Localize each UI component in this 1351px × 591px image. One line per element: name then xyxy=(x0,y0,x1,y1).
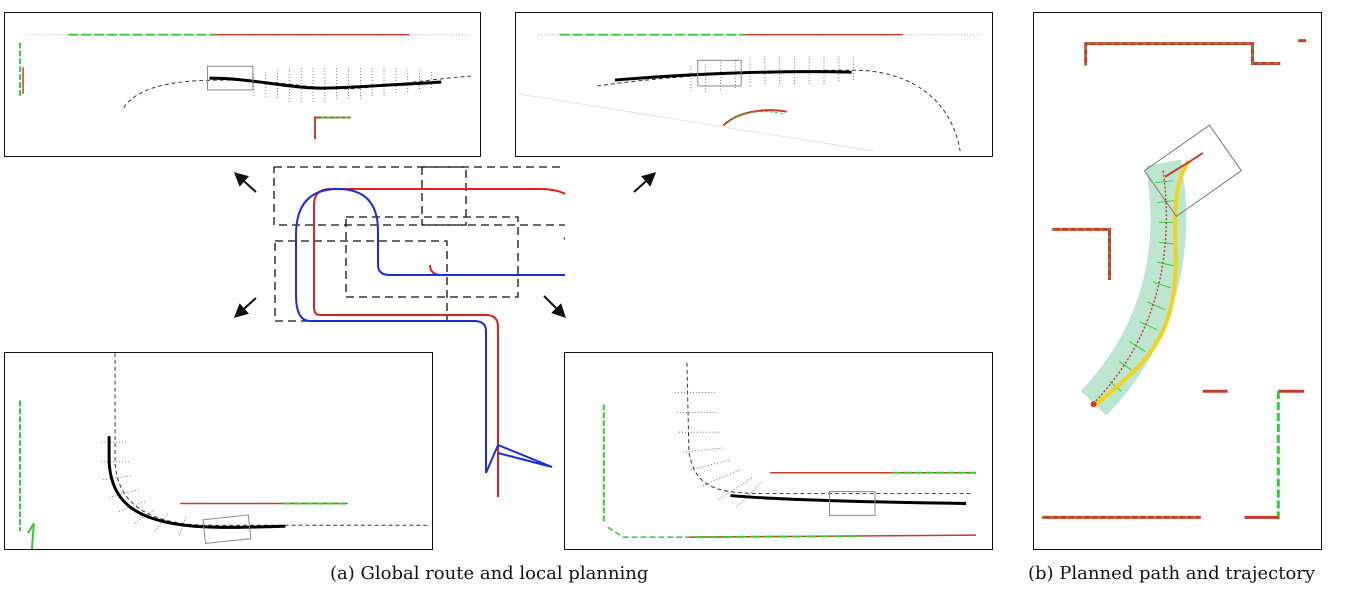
route-red xyxy=(313,188,565,497)
window-top-left xyxy=(273,166,467,226)
local-planning-plot xyxy=(518,33,982,152)
local-planning-panel-top-right xyxy=(515,12,993,157)
robot-footprint xyxy=(828,491,876,516)
robot-footprint xyxy=(697,59,742,87)
local-planning-panel-top-left xyxy=(4,12,481,157)
planned-path-panel xyxy=(1033,12,1322,550)
caption-b: (b) Planned path and trajectory xyxy=(1028,563,1316,584)
obstacle-wall xyxy=(1051,227,1111,281)
robot-footprint xyxy=(1143,124,1243,218)
planned-path xyxy=(614,70,852,82)
caption-a: (a) Global route and local planning xyxy=(330,563,649,584)
obstacle-wall xyxy=(314,116,351,140)
local-planning-plot xyxy=(19,353,430,549)
planned-path xyxy=(209,76,442,90)
global-route xyxy=(686,362,973,495)
obstacle-wall xyxy=(1084,42,1281,66)
global-route xyxy=(123,75,471,108)
window-top-right xyxy=(421,166,565,226)
window-center xyxy=(345,216,519,298)
route-blue xyxy=(295,187,565,473)
planned-path-plot xyxy=(1041,39,1307,521)
lidar-scan xyxy=(518,93,874,152)
global-route xyxy=(114,353,430,526)
obstacle-wall xyxy=(722,109,787,127)
obstacle-wall xyxy=(694,535,864,539)
route-blue-hook xyxy=(563,237,565,240)
local-planning-plot xyxy=(19,33,471,140)
window-bottom-left xyxy=(274,240,448,322)
route-blue-end xyxy=(485,443,553,474)
obstacle-wall xyxy=(1164,152,1204,178)
planned-path xyxy=(1093,170,1168,404)
robot-footprint xyxy=(206,65,254,91)
global-route xyxy=(597,69,961,152)
local-planning-panel-bottom-right xyxy=(564,352,993,550)
obstacle-wall xyxy=(1051,228,1111,281)
obstacle-wall xyxy=(727,111,783,122)
planned-path xyxy=(730,494,967,505)
local-planning-plot xyxy=(602,362,976,539)
arrow-top-right xyxy=(633,172,657,193)
planned-path xyxy=(107,436,286,529)
sampled-trajectories xyxy=(675,392,763,508)
goal-marker xyxy=(1090,401,1097,408)
global-route-diagram xyxy=(273,166,565,497)
robot-footprint xyxy=(202,514,252,544)
sampled-trajectories xyxy=(690,56,855,92)
obstacle-wall xyxy=(607,526,689,538)
local-planning-windows xyxy=(273,166,565,322)
local-planning-panel-bottom-left xyxy=(4,352,433,550)
obstacle-wall xyxy=(27,522,35,549)
planned-trajectory xyxy=(1092,159,1191,408)
